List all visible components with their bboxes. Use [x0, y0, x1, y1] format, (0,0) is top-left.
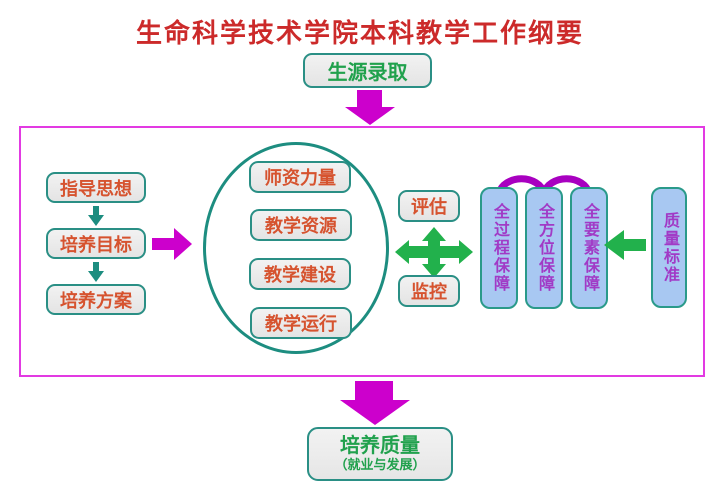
guarantee-box-process: 全过程保障: [480, 187, 518, 309]
outcome-title: 培养质量: [340, 435, 420, 458]
down-arrow-icon: [88, 206, 104, 226]
outcome-box: 培养质量 （就业与发展）: [307, 427, 453, 481]
main-frame: [19, 126, 705, 377]
quality-standard-box: 质量标准: [651, 187, 687, 308]
down-arrow-icon: [345, 90, 395, 125]
core-box-construction: 教学建设: [249, 258, 351, 290]
core-box-resources: 教学资源: [250, 209, 352, 241]
left-arrow-icon: [604, 230, 646, 260]
flow-box-training-goal: 培养目标: [46, 228, 146, 259]
page-title: 生命科学技术学院本科教学工作纲要: [135, 18, 584, 48]
core-box-operation: 教学运行: [250, 307, 352, 339]
down-arrow-icon: [88, 262, 104, 282]
monitoring-box: 监控: [398, 275, 460, 307]
flow-box-guiding-ideology: 指导思想: [46, 172, 146, 203]
admission-box: 生源录取: [303, 53, 432, 88]
outcome-subtitle: （就业与发展）: [334, 457, 426, 473]
evaluation-box: 评估: [398, 190, 460, 222]
core-ellipse: [203, 142, 389, 354]
guarantee-box-direction: 全方位保障: [525, 187, 563, 309]
flow-box-training-plan: 培养方案: [46, 284, 146, 315]
four-way-arrow-icon: [395, 227, 473, 278]
core-box-faculty: 师资力量: [249, 161, 351, 193]
right-arrow-icon: [152, 228, 192, 260]
down-arrow-icon: [340, 381, 410, 425]
guarantee-box-element: 全要素保障: [570, 187, 608, 309]
